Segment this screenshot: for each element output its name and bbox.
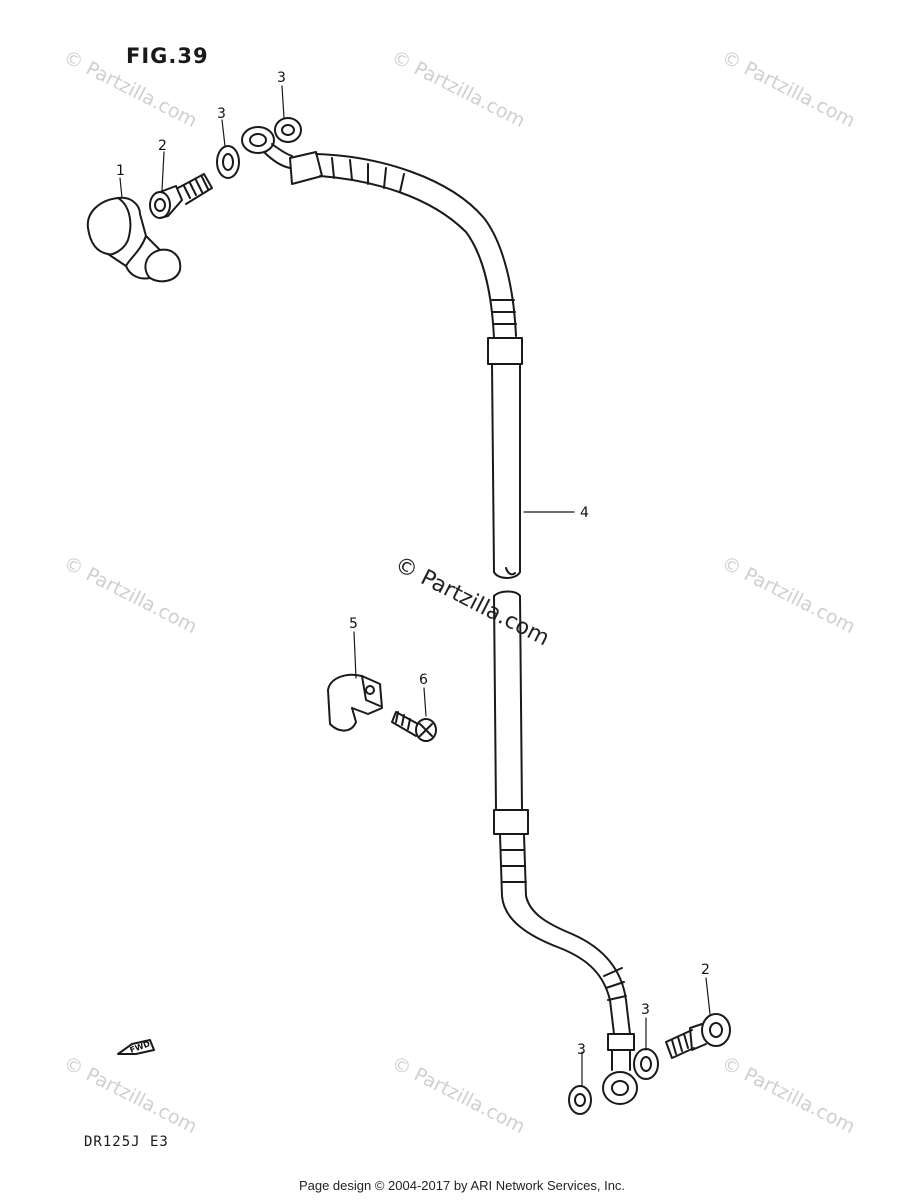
part-6-screw (391, 711, 437, 742)
part-4-brake-hose (241, 126, 638, 1105)
callout-3-upper-right: 3 (277, 70, 286, 86)
part-3-washer-upper-right (274, 117, 302, 143)
callout-5: 5 (349, 616, 358, 632)
forward-arrow-icon (117, 1039, 155, 1055)
figure-title: FIG.39 (126, 44, 209, 68)
callout-4: 4 (580, 505, 589, 521)
callout-2-lower: 2 (701, 962, 710, 978)
part-3-washer-upper-left (216, 145, 240, 179)
part-5-hose-clamp (327, 673, 383, 732)
part-2-banjo-bolt-lower (665, 1013, 731, 1059)
part-2-banjo-bolt-upper (149, 173, 213, 219)
model-code: DR125J E3 (84, 1134, 169, 1150)
part-3-washer-lower-right (633, 1048, 659, 1080)
callout-3-lower-left: 3 (577, 1042, 586, 1058)
part-1-hose-boot (86, 196, 182, 283)
callout-6: 6 (419, 672, 428, 688)
page-footer: Page design © 2004-2017 by ARI Network S… (298, 1178, 626, 1193)
callout-3-lower-right: 3 (641, 1002, 650, 1018)
callout-3-upper-left: 3 (217, 106, 226, 122)
callout-2-upper: 2 (158, 138, 167, 154)
part-3-washer-lower-left (568, 1085, 592, 1115)
callout-1: 1 (116, 163, 125, 179)
